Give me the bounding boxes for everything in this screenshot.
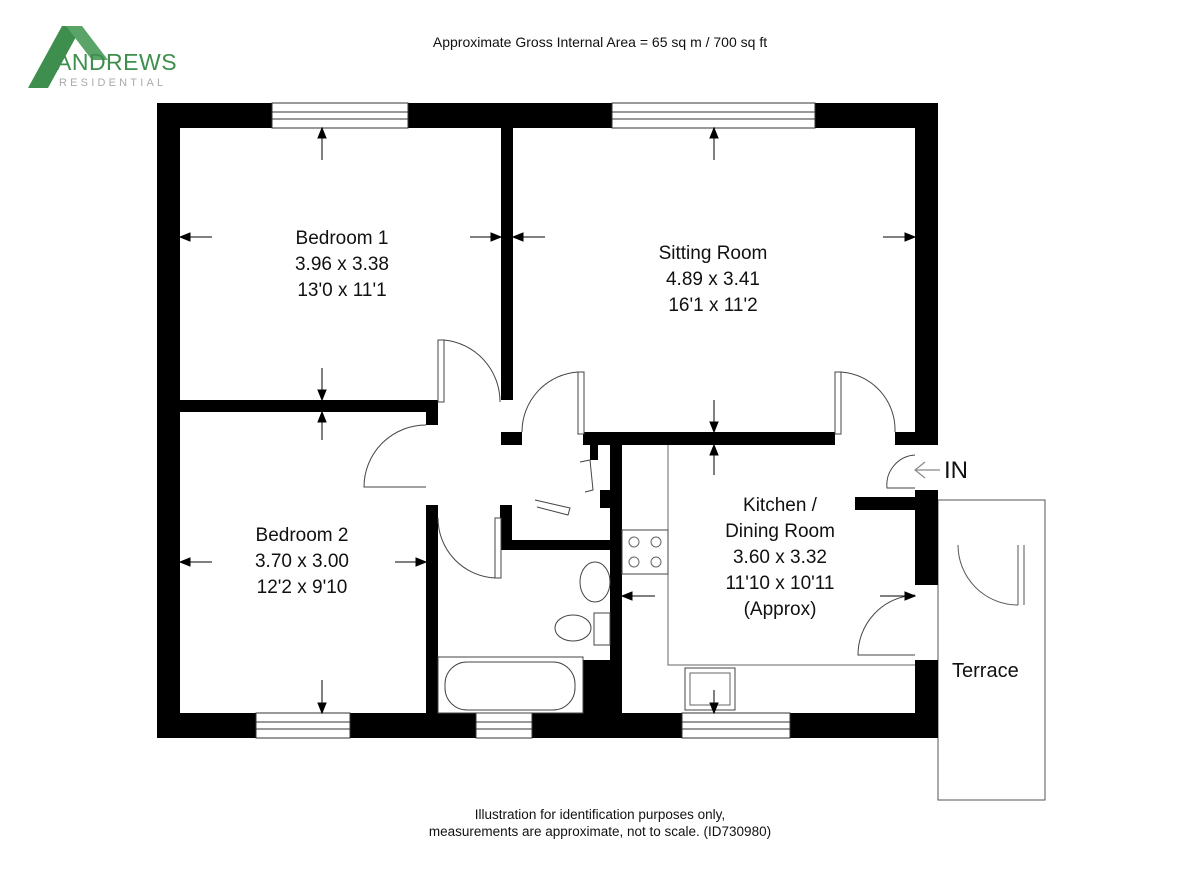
room-label-bedroom-2: Bedroom 2 3.70 x 3.00 12'2 x 9'10 [255,523,349,601]
room-label-kitchen-dining: Kitchen / Dining Room 3.60 x 3.32 11'10 … [725,493,835,623]
room-imperial: 13'0 x 11'1 [297,280,387,301]
room-metric: 3.96 x 3.38 [294,254,390,275]
room-name: Bedroom 2 [255,525,349,546]
doors [363,339,916,656]
room-imperial: 11'10 x 10'11 [725,573,835,594]
room-label-bedroom-1: Bedroom 1 3.96 x 3.38 13'0 x 11'1 [295,226,389,304]
entrance-label: IN [944,457,968,484]
entrance-arrow [914,461,940,479]
walls [157,103,938,738]
dimension-arrows [178,126,917,715]
room-name: Sitting Room [658,243,768,264]
room-imperial: 16'1 x 11'2 [668,295,758,316]
room-name: Kitchen / [743,495,817,516]
disclaimer-line-1: Illustration for identification purposes… [474,807,726,822]
room-name: Bedroom 1 [295,228,389,249]
room-metric: 3.70 x 3.00 [254,551,350,572]
logo-mark [28,26,108,88]
terrace-label: Terrace [952,660,1019,682]
windows [255,102,816,739]
disclaimer-line-2: measurements are approximate, not to sca… [428,824,772,839]
area-title: Approximate Gross Internal Area = 65 sq … [432,34,768,50]
logo-subtitle: RESIDENTIAL [59,77,167,89]
room-note: (Approx) [743,599,817,620]
bathroom-fixtures [437,561,611,714]
logo-name: ANDREWS [56,49,178,75]
room-imperial: 12'2 x 9'10 [256,577,348,598]
room-metric: 3.60 x 3.32 [732,547,828,568]
room-name-2: Dining Room [725,521,835,542]
terrace-outline [937,499,1046,801]
room-label-sitting-room: Sitting Room 4.89 x 3.41 16'1 x 11'2 [659,241,768,319]
room-metric: 4.89 x 3.41 [665,269,761,290]
kitchen-counter [621,445,915,711]
disclaimer: Illustration for identification purposes… [0,806,1200,840]
